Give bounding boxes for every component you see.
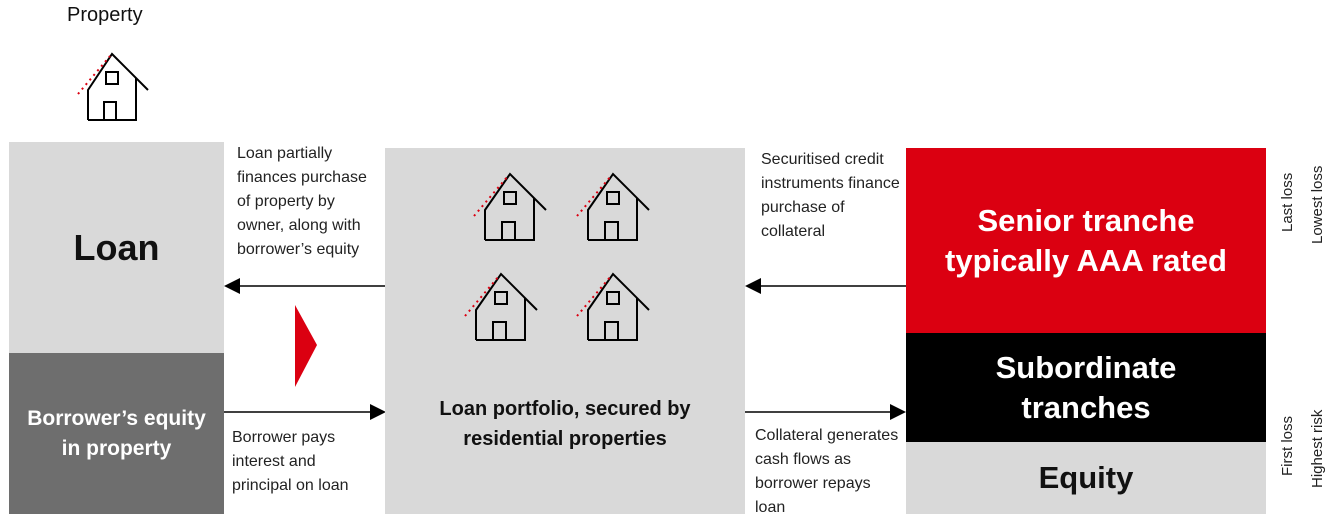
borrower-equity-label: Borrower’s equity in property [27, 406, 206, 460]
house-icon [576, 172, 650, 241]
lowest-loss-label: Lowest loss [1309, 165, 1326, 244]
securitised-note: Securitised credit instruments finance p… [761, 151, 900, 240]
house-icon [576, 272, 650, 341]
borrower-pays-note: Borrower pays interest and principal on … [232, 429, 349, 494]
subordinate-tranche-box: Subordinate tranches [906, 333, 1266, 442]
loan-label: Loan [73, 226, 160, 268]
loan-portfolio-box: Loan portfolio, secured by residential p… [385, 148, 745, 514]
loan-portfolio-label: Loan portfolio, secured by residential p… [439, 398, 691, 450]
house-icon [77, 52, 149, 121]
equity-tranche-box: Equity [906, 442, 1266, 514]
arrow-left-icon [745, 278, 906, 294]
arrow-left-icon [224, 278, 386, 294]
highest-risk-label: Highest risk [1309, 409, 1326, 488]
triangle-pointer-icon [295, 305, 317, 387]
senior-tranche-box: Senior tranche typically AAA rated [906, 148, 1266, 333]
arrow-right-icon [745, 404, 906, 420]
house-icon [464, 272, 538, 341]
senior-tranche-label: Senior tranche typically AAA rated [945, 202, 1227, 278]
house-icon [473, 172, 547, 241]
borrower-equity-box: Borrower’s equity in property [9, 353, 224, 514]
property-label: Property [67, 4, 143, 26]
last-loss-label: Last loss [1279, 172, 1296, 232]
subordinate-tranche-label: Subordinate tranches [995, 349, 1177, 425]
first-loss-label: First loss [1279, 416, 1296, 476]
loan-finance-note: Loan partially finances purchase of prop… [237, 145, 367, 258]
equity-tranche-label: Equity [1038, 460, 1134, 495]
collateral-note: Collateral generates cash flows as borro… [755, 427, 899, 516]
arrow-right-icon [224, 404, 386, 420]
loan-box: Loan [9, 142, 224, 353]
